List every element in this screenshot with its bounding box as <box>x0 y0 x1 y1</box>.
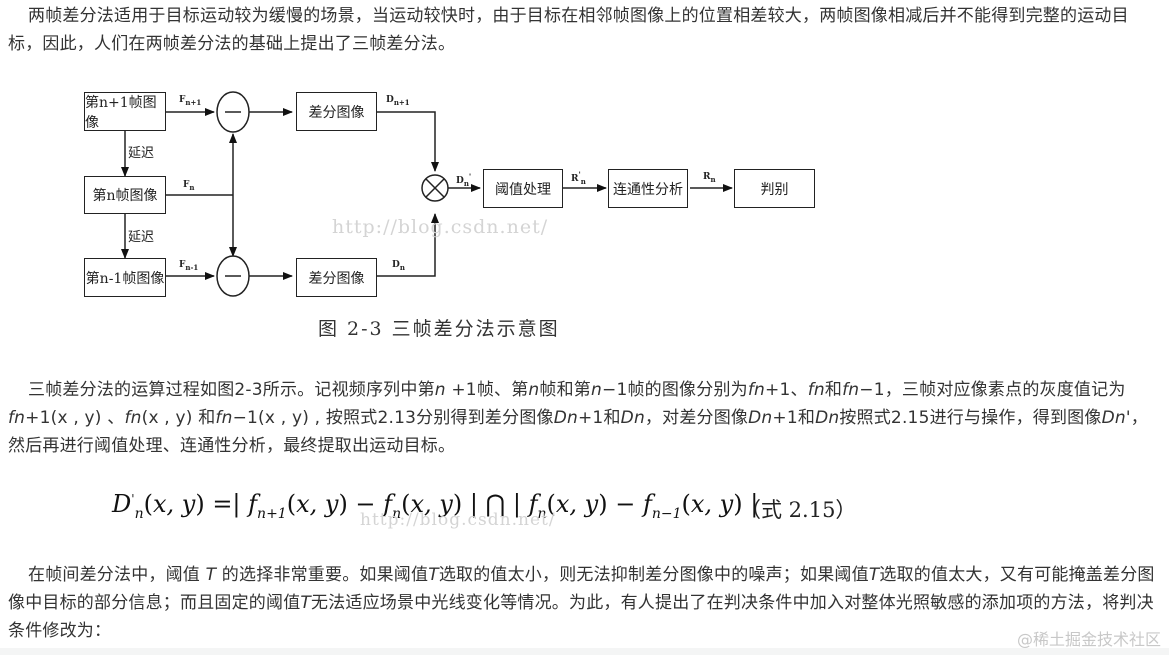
equation-2-15: D'n(x, y) =| fn+1(x, y) − fn(x, y) | ⋂ |… <box>112 490 759 522</box>
judgement-box: 判别 <box>734 169 815 208</box>
figure-caption: 图 2-3 三帧差分法示意图 <box>318 318 560 340</box>
label-r-n: Rn <box>703 172 716 184</box>
process-paragraph: 三帧差分法的运算过程如图2-3所示。记视频序列中第n +1帧、第n帧和第n−1帧… <box>8 380 1148 456</box>
frame-n-box: 第n帧图像 <box>84 176 166 214</box>
formula-watermark: http://blog.csdn.net/ <box>360 510 556 530</box>
intro-paragraph-text: 两帧差分法适用于目标运动较为缓慢的场景，当运动较快时，由于目标在相邻帧图像上的位… <box>8 6 1129 54</box>
three-frame-difference-diagram: 第n+1帧图像 第n帧图像 第n-1帧图像 差分图像 差分图像 阈值处理 连通性… <box>70 80 830 350</box>
connectivity-analysis-box: 连通性分析 <box>608 169 688 208</box>
delay-label-1: 延迟 <box>128 146 155 161</box>
intro-paragraph: 两帧差分法适用于目标运动较为缓慢的场景，当运动较快时，由于目标在相邻帧图像上的位… <box>8 2 1163 58</box>
label-f-n: Fn <box>183 180 195 192</box>
difference-image-top-box: 差分图像 <box>296 92 377 131</box>
threshold-processing-box: 阈值处理 <box>483 169 563 208</box>
label-f-n-minus-1: Fn-1 <box>179 260 199 272</box>
bottom-bar <box>0 648 1169 655</box>
equation-number: （式 2.15） <box>740 498 857 522</box>
label-d-n-plus-1: Dn+1 <box>386 95 410 107</box>
difference-image-bottom-box: 差分图像 <box>296 258 377 297</box>
frame-n-minus-1-box: 第n-1帧图像 <box>84 258 166 297</box>
delay-label-2: 延迟 <box>128 230 155 245</box>
label-d-n: Dn <box>392 260 405 272</box>
site-watermark: @稀土掘金技术社区 <box>1016 630 1161 649</box>
label-r-n-prime: R'n <box>571 170 586 186</box>
diagram-watermark: http://blog.csdn.net/ <box>332 216 549 238</box>
threshold-paragraph: 在帧间差分法中，阈值 T 的选择非常重要。如果阈值T选取的值太小，则无法抑制差分… <box>8 565 1155 641</box>
frame-n-plus-1-box: 第n+1帧图像 <box>84 92 166 131</box>
diagram-connectors <box>121 91 733 297</box>
label-f-n-plus-1: Fn+1 <box>179 95 202 107</box>
label-d-n-prime: Dn' <box>456 172 472 188</box>
